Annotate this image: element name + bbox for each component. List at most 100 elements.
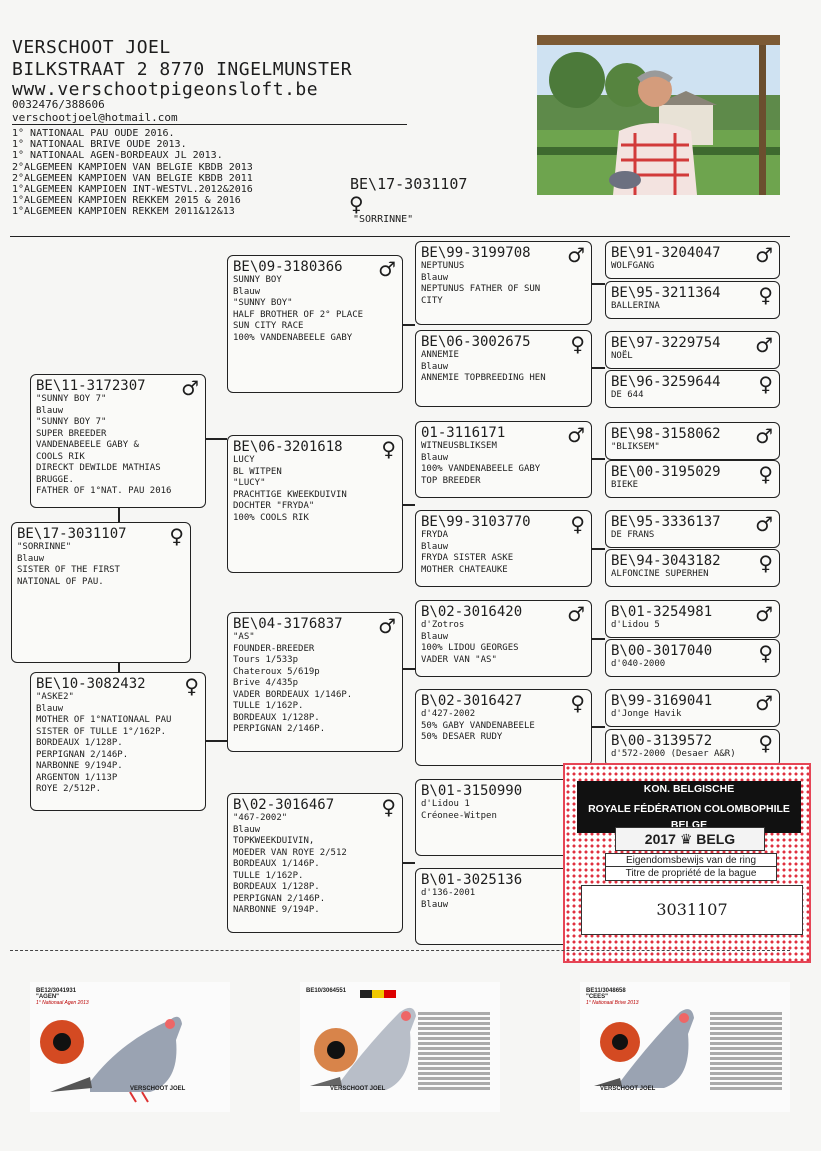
pigeon-card[interactable]: BE10/3064551 VERSCHOOT JOEL (300, 982, 500, 1112)
pedigree-line: BORDEAUX 1/128P. (233, 712, 320, 723)
pedigree-box-gen3[interactable]: B\02-3016420 ♂ d'Zotros Blauw 100% LIDOU… (415, 600, 592, 677)
ring-number: BE\00-3195029 (611, 464, 721, 480)
ring-number: BE\91-3204047 (611, 245, 721, 261)
achievement-item: 1°ALGEMEEN KAMPIOEN REKKEM 2011&12&13 (12, 206, 235, 218)
pedigree-box-gen4[interactable]: BE\95-3336137 ♂ DE FRANS (605, 510, 780, 548)
pedigree-box-subject[interactable]: BE\17-3031107 ♀ "SORRINNE" Blauw SISTER … (11, 522, 191, 663)
pedigree-box-gen4[interactable]: BE\95-3211364 ♀ BALLERINA (605, 281, 780, 319)
card-ring-number: BE11/3048658"CEES" (586, 988, 626, 1000)
owner-website[interactable]: www.verschootpigeonsloft.be (12, 79, 319, 100)
ring-number: BE\11-3172307 (36, 378, 146, 394)
pedigree-line: ROYE 2/512P. (36, 784, 102, 794)
pedigree-box-gen3[interactable]: B\01-3025136 ♀ d'136-2001 Blauw (415, 868, 592, 945)
connector-line (403, 862, 415, 864)
pedigree-line: DIRECKT DEWILDE MATHIAS (36, 463, 161, 473)
pedigree-line: SISTER OF TULLE 1°/162P. (36, 726, 167, 737)
pedigree-line: Blauw (421, 631, 449, 642)
owner-photo (537, 35, 780, 195)
pedigree-line: d'427-2002 (421, 709, 476, 719)
subject-ring: BE\17-3031107 (350, 175, 468, 193)
pedigree-line: SISTER OF THE FIRST (17, 565, 120, 575)
pedigree-line: 100% VANDENABEELE GABY (233, 332, 353, 343)
ownership-label-fr: Titre de propriété de la bague (605, 866, 777, 881)
pedigree-box-gen2[interactable]: BE\04-3176837 ♂ "AS" FOUNDER-BREEDER Tou… (227, 612, 403, 752)
pedigree-box-gen4[interactable]: B\00-3139572 ♀ d'572-2000 (Desaer A&R) (605, 729, 780, 767)
pedigree-box-gen3[interactable]: 01-3116171 ♂ WITNEUSBLIKSEM Blauw 100% V… (415, 421, 592, 498)
ring-number: BE\97-3229754 (611, 335, 721, 351)
pedigree-line: "SUNNY BOY" (233, 298, 293, 308)
ring-country: BELG (696, 831, 736, 847)
pedigree-line: BIEKE (611, 480, 639, 490)
pedigree-box-gen3[interactable]: BE\99-3103770 ♀ FRYDA Blauw FRYDA SISTER… (415, 510, 592, 587)
pedigree-box-gen3[interactable]: BE\06-3002675 ♀ ANNEMIE Blauw ANNEMIE TO… (415, 330, 592, 407)
pedigree-line: TOP BREEDER (421, 475, 481, 486)
pedigree-line: Blauw (421, 272, 449, 283)
pedigree-box-sire[interactable]: BE\11-3172307 ♂ "SUNNY BOY 7" Blauw "SUN… (30, 374, 206, 508)
pedigree-line: "ASKE2" (36, 692, 74, 702)
ring-number: BE\09-3180366 (233, 259, 343, 275)
card-owner: VERSCHOOT JOEL (600, 1086, 656, 1092)
ring-number: B\01-3254981 (611, 604, 713, 620)
pedigree-box-gen4[interactable]: BE\98-3158062 ♂ "BLIKSEM" (605, 422, 780, 460)
pedigree-box-gen4[interactable]: BE\96-3259644 ♀ DE 644 (605, 370, 780, 408)
ring-number: B\02-3016427 (421, 693, 523, 709)
card-tag: 1° Nationaal Agen 2013 (36, 1000, 89, 1006)
pedigree-box-gen4[interactable]: BE\97-3229754 ♂ NOËL (605, 331, 780, 369)
results-table (418, 1012, 490, 1092)
connector-line (592, 726, 605, 728)
pedigree-box-gen3[interactable]: B\02-3016427 ♀ d'427-2002 50% GABY VANDE… (415, 689, 592, 766)
ring-number-field: 3031107 (581, 885, 803, 935)
pedigree-box-gen2[interactable]: BE\06-3201618 ♀ LUCY BL WITPEN "LUCY" PR… (227, 435, 403, 573)
card-owner: VERSCHOOT JOEL (130, 1086, 186, 1092)
pedigree-line: d'136-2001 (421, 888, 476, 898)
pedigree-line: FRYDA (421, 530, 449, 540)
pedigree-line: Blauw (421, 541, 449, 552)
female-symbol-icon: ♀ (758, 731, 773, 755)
ring-number: BE\04-3176837 (233, 616, 343, 632)
pedigree-line: SUN CITY RACE (233, 321, 304, 331)
pedigree-line: VADER BORDEAUX 1/146P. (233, 689, 353, 700)
pedigree-line: BRUGGE. (36, 474, 74, 485)
pedigree-line: BORDEAUX 1/128P. (233, 882, 320, 892)
pigeon-card[interactable]: BE12/3041931"AGEN" 1° Nationaal Agen 201… (30, 982, 230, 1112)
pedigree-line: Blauw (36, 703, 64, 714)
pedigree-box-gen4[interactable]: BE\00-3195029 ♀ BIEKE (605, 460, 780, 498)
ring-number: BE\96-3259644 (611, 374, 721, 390)
pedigree-box-gen4[interactable]: B\99-3169041 ♂ d'Jonge Havik (605, 689, 780, 727)
pedigree-box-gen4[interactable]: BE\91-3204047 ♂ WOLFGANG (605, 241, 780, 279)
connector-line (206, 740, 227, 742)
pedigree-line: PERPIGNAN 2/146P. (36, 749, 129, 760)
ring-number: BE\10-3082432 (36, 676, 146, 692)
pedigree-box-gen4[interactable]: BE\94-3043182 ♀ ALFONCINE SUPERHEN (605, 549, 780, 587)
pedigree-line: 100% VANDENABEELE GABY (421, 464, 541, 474)
ring-number: BE\95-3336137 (611, 514, 721, 530)
male-symbol-icon: ♂ (755, 424, 773, 448)
pedigree-box-gen4[interactable]: B\00-3017040 ♀ d'040-2000 (605, 639, 780, 677)
pedigree-line: Tours 1/533p (233, 655, 299, 665)
pedigree-box-gen2[interactable]: BE\09-3180366 ♂ SUNNY BOY Blauw "SUNNY B… (227, 255, 403, 393)
achievement-item: 1°ALGEMEEN KAMPIOEN INT-WESTVL.2012&2016 (12, 184, 253, 196)
pedigree-line: Blauw (36, 405, 64, 416)
connector-line (592, 458, 605, 460)
pedigree-line: ALFONCINE SUPERHEN (611, 569, 709, 579)
male-symbol-icon: ♂ (378, 614, 396, 638)
pedigree-box-dam[interactable]: BE\10-3082432 ♀ "ASKE2" Blauw MOTHER OF … (30, 672, 206, 811)
pedigree-box-gen2[interactable]: B\02-3016467 ♀ "467-2002" Blauw TOPKWEEK… (227, 793, 403, 933)
pedigree-box-gen4[interactable]: B\01-3254981 ♂ d'Lidou 5 (605, 600, 780, 638)
pigeon-image (594, 1009, 694, 1088)
header-divider (10, 236, 790, 237)
pigeon-card[interactable]: BE11/3048658"CEES" 1° Nationaal Brive 20… (580, 982, 790, 1112)
pedigree-line: SUNNY BOY (233, 275, 282, 285)
achievement-item: 1°ALGEMEEN KAMPIOEN REKKEM 2015 & 2016 (12, 195, 241, 207)
owner-email[interactable]: verschootjoel@hotmail.com (12, 111, 407, 125)
pedigree-box-gen3[interactable]: BE\99-3199708 ♂ NEPTUNUS Blauw NEPTUNUS … (415, 241, 592, 325)
female-symbol-icon: ♀ (758, 283, 773, 307)
ring-certificate: KON. BELGISCHE DUIVENLIEFHEBBERSBOND ROY… (563, 763, 811, 963)
pedigree-line: ANNEMIE (421, 350, 459, 360)
connector-line (206, 438, 227, 440)
pedigree-line: WITNEUSBLIKSEM (421, 441, 497, 451)
connector-line (592, 638, 605, 640)
pedigree-line: ARGENTON 1/113P (36, 772, 118, 783)
pigeon-image (40, 1016, 182, 1103)
pedigree-line: "BLIKSEM" (611, 442, 660, 452)
